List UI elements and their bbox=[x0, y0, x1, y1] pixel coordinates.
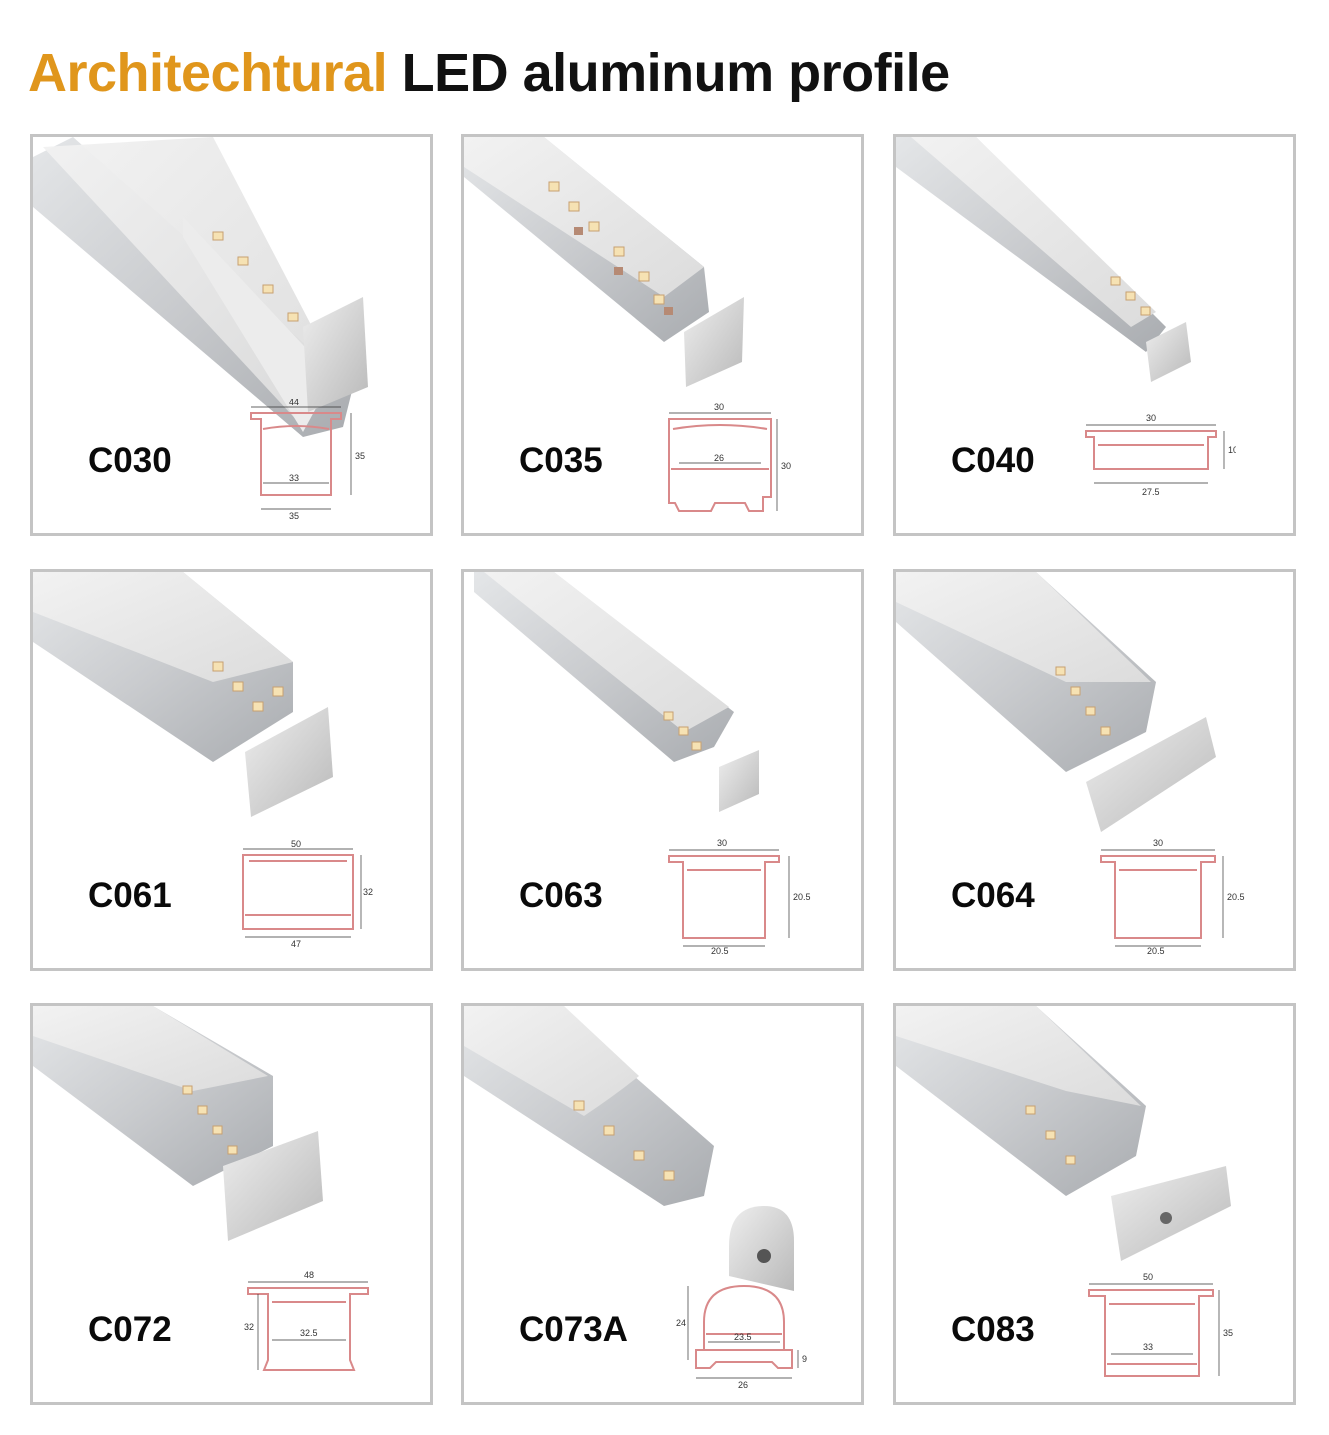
profile-diagram: 24 23.5 26 9 bbox=[676, 1284, 807, 1390]
product-card-c040: C040 30 27.5 10 bbox=[893, 134, 1296, 536]
dim-height: 32 bbox=[244, 1322, 254, 1332]
dim-top: 30 bbox=[717, 838, 727, 848]
dim-bottom: 20.5 bbox=[1147, 946, 1165, 954]
product-card-c072: C072 48 32.5 32 bbox=[30, 1003, 433, 1405]
dim-top: 48 bbox=[304, 1270, 314, 1280]
dim-bottom: 27.5 bbox=[1142, 487, 1160, 497]
product-code: C035 bbox=[519, 441, 603, 480]
profile-diagram: 30 20.5 20.5 bbox=[1100, 838, 1245, 954]
title-accent: Architechtural bbox=[28, 43, 388, 103]
dim-height: 35 bbox=[355, 451, 365, 461]
product-card-c073a: C073A 24 23.5 26 9 bbox=[461, 1003, 864, 1405]
profile-diagram: 48 32.5 32 bbox=[244, 1270, 369, 1371]
product-image bbox=[464, 137, 744, 387]
product-image bbox=[33, 572, 333, 817]
product-code: C072 bbox=[88, 1310, 172, 1349]
dim-top: 30 bbox=[1146, 413, 1156, 423]
product-image bbox=[474, 572, 759, 812]
dim-top: 44 bbox=[289, 399, 299, 407]
product-image bbox=[33, 1006, 323, 1241]
product-image bbox=[896, 572, 1216, 832]
dim-height: 20.5 bbox=[793, 892, 811, 902]
dim-height: 30 bbox=[781, 461, 791, 471]
product-code: C083 bbox=[951, 1310, 1035, 1349]
dim-height: 10 bbox=[1228, 445, 1236, 455]
dim-bottom: 26 bbox=[738, 1380, 748, 1390]
dim-height: 35 bbox=[1223, 1328, 1233, 1338]
profile-diagram: 44 33 35 35 bbox=[250, 399, 365, 519]
dim-height: 20.5 bbox=[1227, 892, 1245, 902]
product-code: C040 bbox=[951, 441, 1035, 480]
product-card-c064: C064 30 20.5 20.5 bbox=[893, 569, 1296, 971]
product-image bbox=[464, 1006, 794, 1291]
dim-bottom: 20.5 bbox=[711, 946, 729, 954]
product-card-c030: C030 44 33 35 35 bbox=[30, 134, 433, 536]
profile-diagram: 30 26 30 bbox=[668, 402, 791, 512]
product-code: C063 bbox=[519, 876, 603, 915]
profile-diagram: 50 47 32 bbox=[242, 839, 373, 949]
dim-inner: 33 bbox=[1143, 1342, 1153, 1352]
product-image bbox=[33, 137, 368, 437]
profile-diagram: 30 27.5 10 bbox=[1085, 413, 1236, 497]
product-image bbox=[896, 137, 1191, 382]
product-card-c061: C061 50 47 32 bbox=[30, 569, 433, 971]
dim-top: 50 bbox=[1143, 1272, 1153, 1282]
dim-top: 50 bbox=[291, 839, 301, 849]
product-card-c083: C083 50 33 35 bbox=[893, 1003, 1296, 1405]
dim-height: 32 bbox=[363, 887, 373, 897]
product-image bbox=[896, 1006, 1231, 1261]
product-code: C073A bbox=[519, 1310, 628, 1349]
dim-inner: 33 bbox=[289, 473, 299, 483]
dim-inner: 23.5 bbox=[734, 1332, 752, 1342]
page-title: Architechtural LED aluminum profile bbox=[28, 38, 950, 108]
product-card-c035: C035 30 26 30 bbox=[461, 134, 864, 536]
dim-bottom: 35 bbox=[289, 511, 299, 519]
title-rest: LED aluminum profile bbox=[401, 43, 951, 103]
dim-bottom: 47 bbox=[291, 939, 301, 949]
profile-diagram: 30 20.5 20.5 bbox=[668, 838, 811, 954]
product-card-c063: C063 30 20.5 20.5 bbox=[461, 569, 864, 971]
dim-top: 30 bbox=[1153, 838, 1163, 848]
dim-top: 24 bbox=[676, 1318, 686, 1328]
dim-inner: 26 bbox=[714, 453, 724, 463]
dim-top: 30 bbox=[714, 402, 724, 412]
product-code: C061 bbox=[88, 876, 172, 915]
product-code: C064 bbox=[951, 876, 1035, 915]
dim-inner: 32.5 bbox=[300, 1328, 318, 1338]
product-code: C030 bbox=[88, 441, 172, 480]
profile-diagram: 50 33 35 bbox=[1088, 1272, 1233, 1377]
dim-height: 9 bbox=[802, 1354, 807, 1364]
